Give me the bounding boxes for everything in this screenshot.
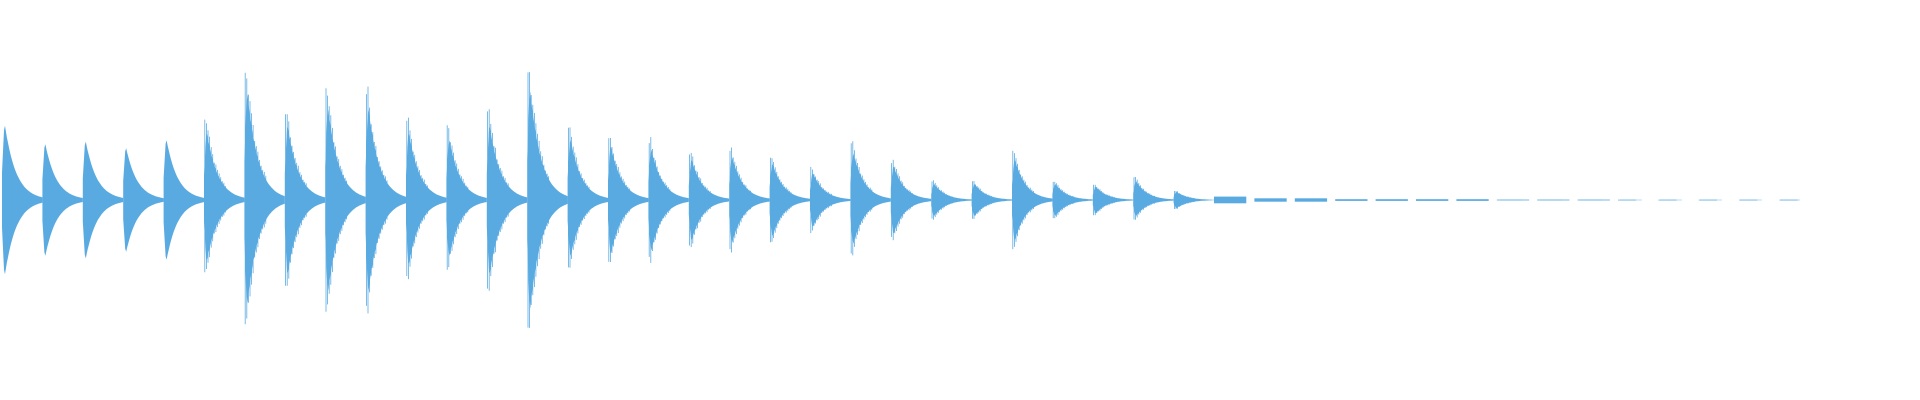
waveform-note-17	[648, 137, 689, 263]
waveform-note-envelope	[82, 141, 124, 259]
waveform-note-4	[123, 148, 164, 252]
waveform-note-5	[163, 140, 204, 260]
waveform-note-28	[1092, 184, 1134, 216]
waveform-note-10	[365, 86, 406, 314]
waveform-note-envelope	[42, 144, 83, 256]
waveform-note-16	[608, 138, 649, 262]
waveform-note-27	[1052, 181, 1093, 219]
waveform-note-9	[325, 88, 366, 312]
waveform-note-25	[971, 181, 1012, 219]
waveform-note-8	[284, 114, 326, 286]
waveform-note-11	[406, 117, 447, 280]
waveform-note-7	[244, 72, 285, 325]
waveform-note-13	[486, 109, 528, 291]
waveform-note-envelope	[163, 140, 204, 260]
waveform-note-12	[446, 125, 487, 270]
waveform-note-22	[850, 141, 891, 256]
waveform-note-21	[810, 166, 851, 234]
waveform-note-1	[2, 125, 43, 275]
waveform-note-6	[204, 119, 245, 273]
waveform-note-envelope	[123, 148, 164, 252]
waveform-note-19	[729, 147, 770, 253]
waveform-note-29	[1133, 177, 1174, 220]
waveform-note-2	[42, 144, 83, 256]
waveform-note-23	[890, 159, 932, 241]
waveform-note-20	[769, 157, 810, 243]
waveform-note-15	[567, 127, 608, 268]
waveform-note-14	[527, 72, 568, 328]
waveform-note-18	[688, 152, 730, 248]
waveform-note-24	[931, 180, 972, 220]
waveform-note-envelope	[2, 125, 43, 275]
waveform-note-26	[1012, 150, 1053, 250]
waveform-note-3	[82, 141, 124, 259]
